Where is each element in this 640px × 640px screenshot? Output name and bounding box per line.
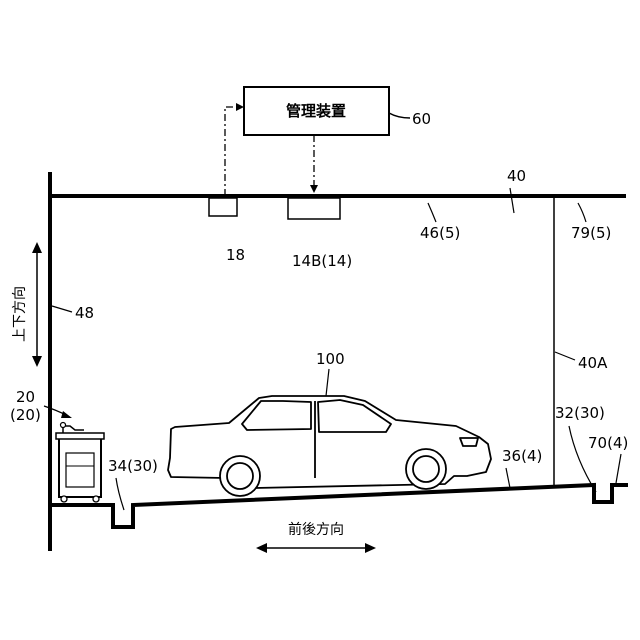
leader-60 xyxy=(389,113,410,118)
ref-70: 70(4) xyxy=(588,434,628,452)
ref-40a: 40A xyxy=(578,354,608,372)
leader-40a xyxy=(555,352,575,360)
vehicle-hub-front xyxy=(413,456,439,482)
ref-32: 32(30) xyxy=(555,404,605,422)
leader-36 xyxy=(506,468,510,488)
leader-70 xyxy=(616,454,621,483)
ref-100: 100 xyxy=(316,350,345,368)
ref-40: 40 xyxy=(507,167,526,185)
ref-34: 34(30) xyxy=(108,457,158,475)
signal-line-18 xyxy=(225,107,238,196)
ref-48: 48 xyxy=(75,304,94,322)
ref-60: 60 xyxy=(412,110,431,128)
robot-20 xyxy=(56,423,104,503)
front-back-arrow-left-head xyxy=(256,543,267,553)
vehicle-window-rear xyxy=(318,400,391,432)
vertical-arrow-up-head xyxy=(32,242,42,253)
leader-48 xyxy=(52,306,72,312)
ref-20: 20 xyxy=(16,388,35,406)
signal-arrowhead-14b xyxy=(310,185,318,193)
ref-79: 79(5) xyxy=(571,224,611,242)
vertical-arrow-down-head xyxy=(32,356,42,367)
leader-79 xyxy=(578,203,586,222)
sensor-18 xyxy=(209,198,237,216)
vehicle-hub-rear xyxy=(227,463,253,489)
ref-46: 46(5) xyxy=(420,224,460,242)
front-back-direction-label: 前後方向 xyxy=(288,521,344,538)
vertical-direction-label: 上下方向 xyxy=(12,286,28,342)
leader-20-arrowhead xyxy=(61,411,72,418)
ref-14b: 14B(14) xyxy=(292,252,352,270)
management-device-label: 管理装置 xyxy=(286,102,346,120)
ref-20-sub: (20) xyxy=(10,406,41,424)
vehicle-100 xyxy=(168,396,491,496)
sensor-14b xyxy=(288,198,340,219)
ref-36: 36(4) xyxy=(502,447,542,465)
vehicle-headlight xyxy=(460,438,478,446)
leader-100 xyxy=(326,369,329,396)
leader-46 xyxy=(428,203,436,222)
signal-arrowhead-18 xyxy=(236,103,244,111)
ref-18: 18 xyxy=(226,246,245,264)
leader-34 xyxy=(116,478,124,510)
front-back-arrow-right-head xyxy=(365,543,376,553)
floor-slab xyxy=(52,485,628,527)
leader-40 xyxy=(510,188,514,213)
